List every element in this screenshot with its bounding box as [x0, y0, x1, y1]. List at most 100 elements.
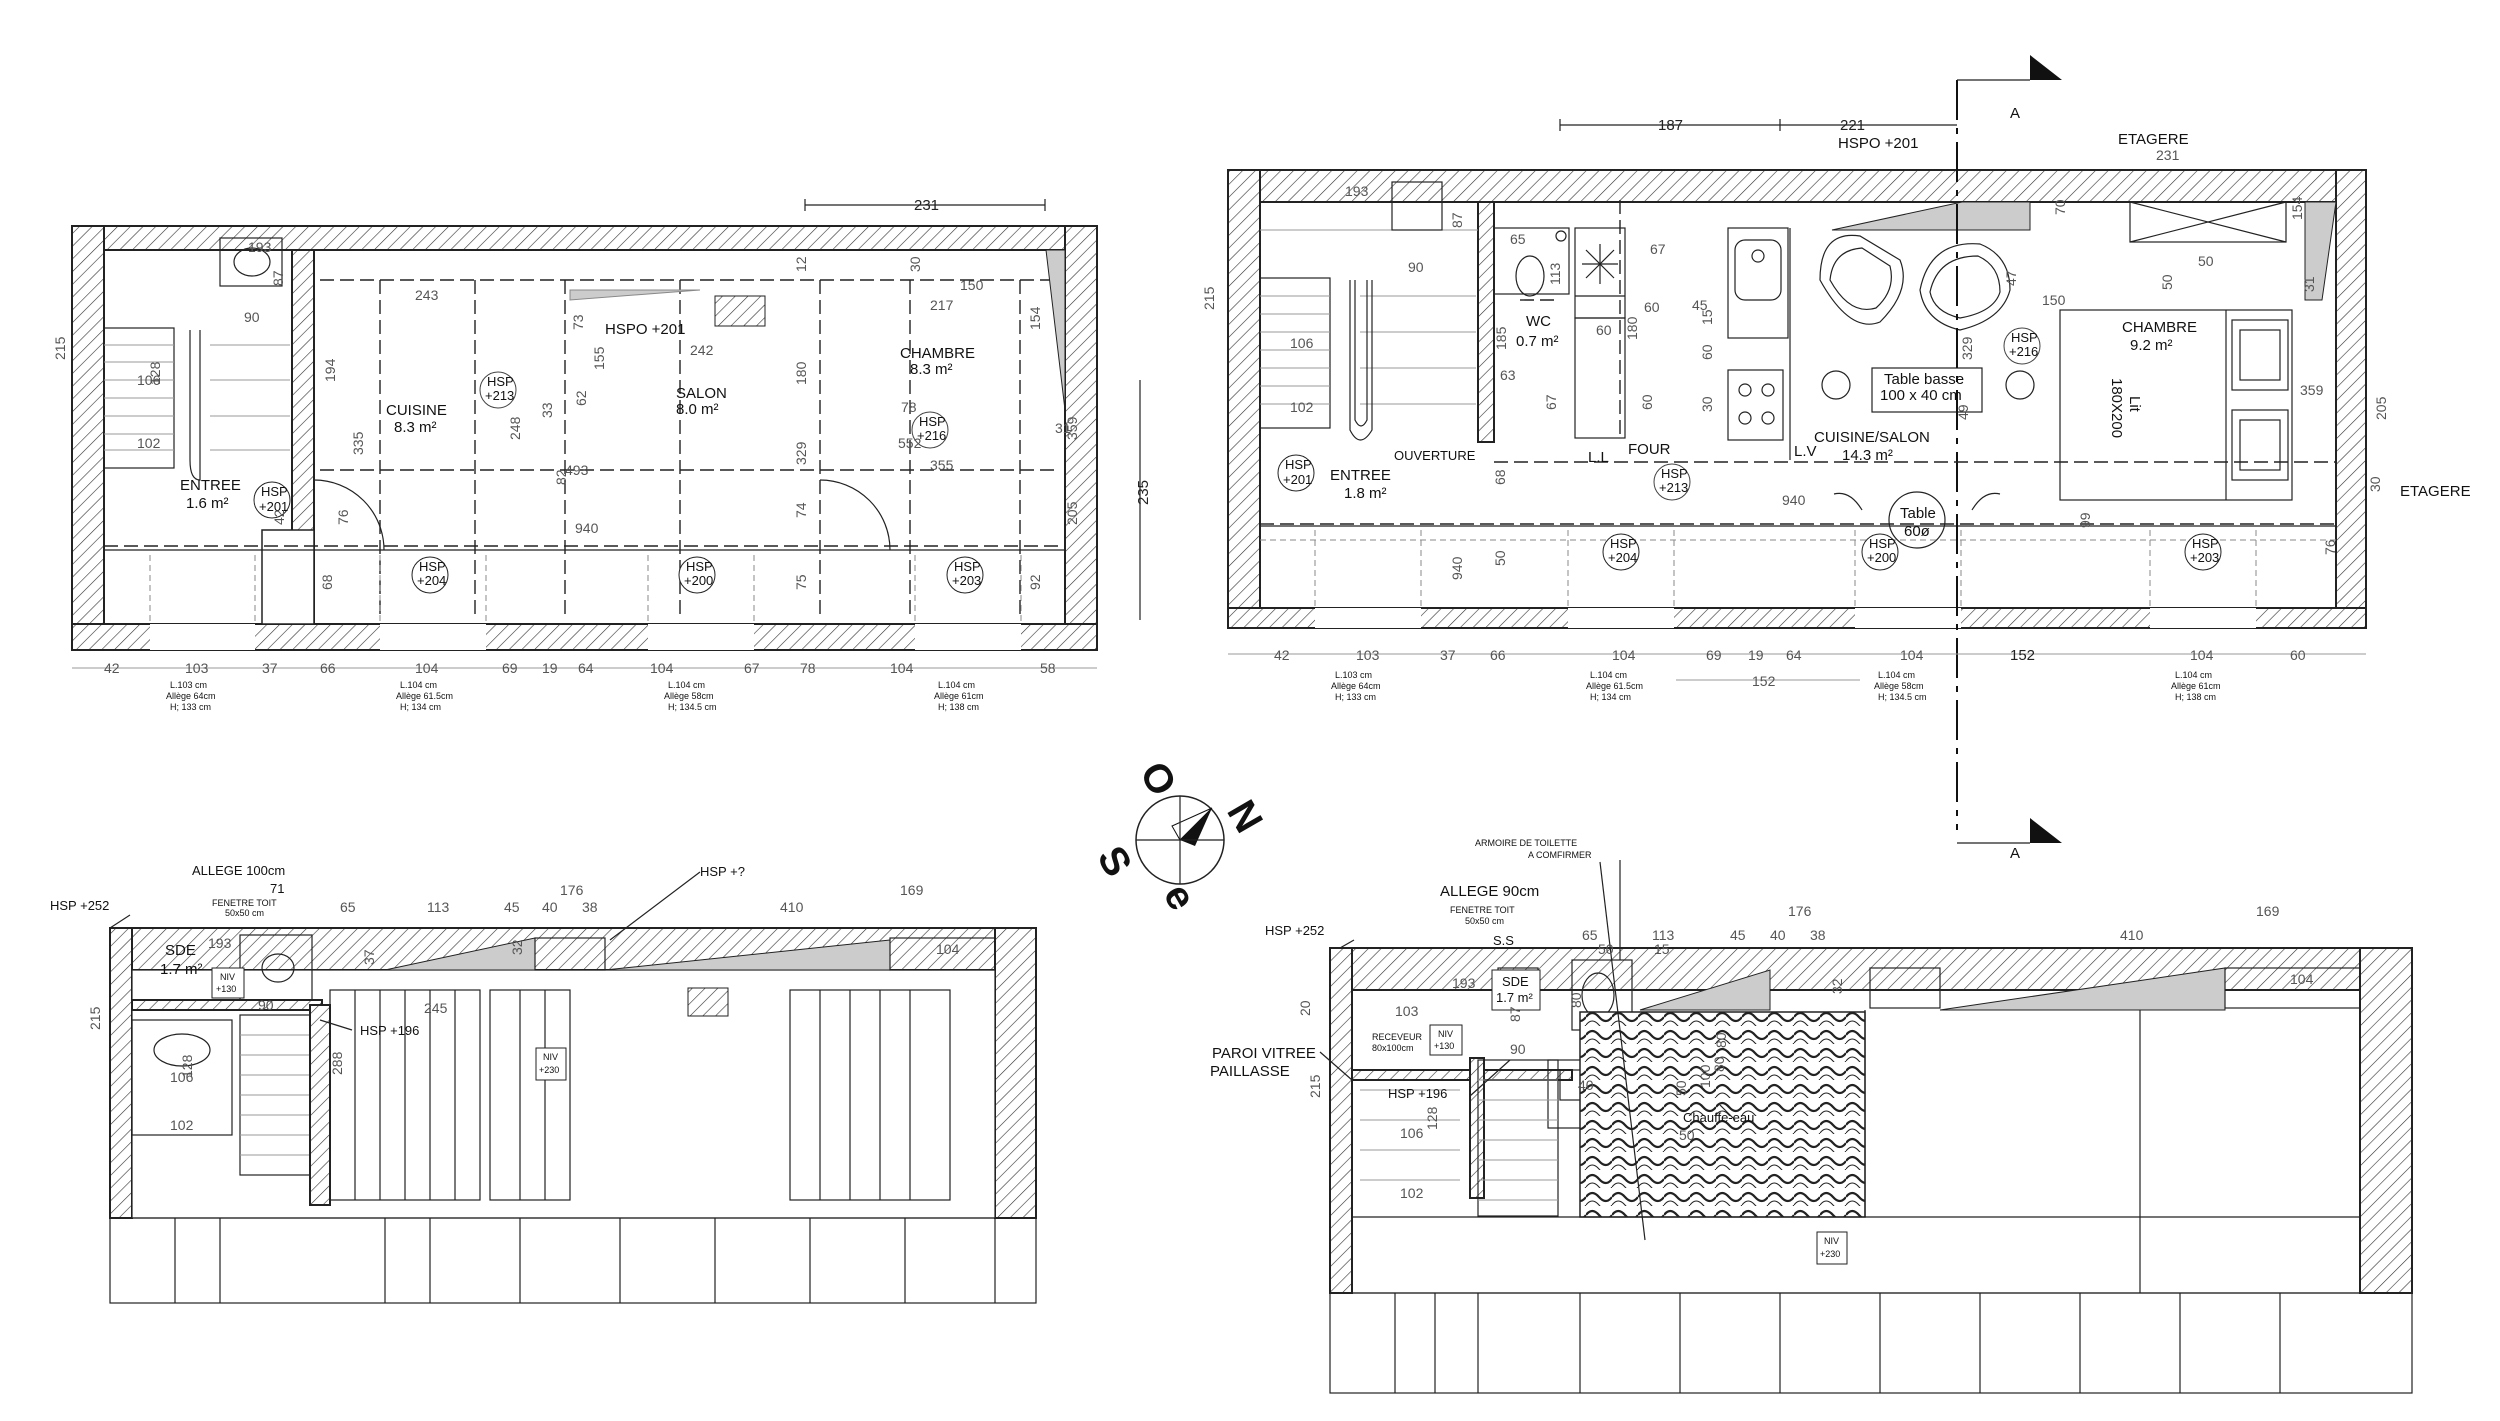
tr-inner-dim: 150: [2042, 292, 2066, 308]
tr-inner-dim: 180: [1624, 316, 1640, 340]
hsp-value: +213: [485, 388, 514, 403]
tl-inner-dim: 12: [793, 256, 809, 272]
bl-dim: 245: [424, 1000, 448, 1016]
tl-inner-dim: 155: [591, 346, 607, 370]
tl-window-allege: Allège 64cm: [166, 691, 216, 701]
bl-sde-area: 1.7 m²: [160, 961, 203, 978]
tr-bottom-dim: 64: [1786, 647, 1802, 663]
tr-bottom-dim: 104: [2190, 647, 2214, 663]
tl-bottom-dim: 67: [744, 660, 760, 676]
bl-dim: 288: [329, 1051, 345, 1075]
tl-hsp-w3: HSP +203: [946, 556, 984, 594]
br-dim: 113: [1652, 927, 1675, 943]
tl-window-length: L.104 cm: [668, 680, 705, 690]
br-chauffe-eau: Chauffe-eau: [1683, 1110, 1754, 1125]
tr-cuisine-salon-name: CUISINE/SALON: [1814, 429, 1930, 446]
tr-bottom-dim: 69: [1706, 647, 1722, 663]
tr-lv: L.V: [1794, 443, 1817, 460]
tr-inner-dim: 60: [1699, 344, 1715, 360]
br-sde-box: SDE 1.7 m²: [1491, 969, 1541, 1011]
br-dim: 176: [1788, 903, 1812, 919]
br-niv-230: NIV +230: [1816, 1231, 1848, 1265]
tr-ll: L.L: [1588, 449, 1609, 466]
hsp-label: HSP: [2192, 536, 2219, 551]
tl-bottom-dim: 104: [650, 660, 674, 676]
tl-inner-dim: 30: [907, 256, 923, 272]
tr-inner-dim: 50: [1492, 550, 1508, 566]
br-fenetre-dim: 50x50 cm: [1465, 916, 1504, 926]
tr-window-height: H; 133 cm: [1335, 692, 1376, 702]
hsp-value: +201: [1283, 472, 1312, 487]
br-dim: 106: [1400, 1125, 1424, 1141]
bl-fenetre: FENETRE TOIT: [212, 898, 277, 908]
tr-window-height: H; 134.5 cm: [1878, 692, 1927, 702]
tr-inner-dim: 30: [1699, 396, 1715, 412]
bl-dim: 410: [780, 899, 804, 915]
tl-hsp-w2: HSP +200: [678, 556, 716, 594]
tl-bottom-dim: 104: [890, 660, 914, 676]
tl-entree-name: ENTREE: [180, 477, 241, 494]
tl-inner-dims: 1938790106128102215243194335242493940359…: [52, 239, 1080, 590]
bl-dim: 215: [87, 1006, 103, 1030]
tl-window-height: H; 134.5 cm: [668, 702, 717, 712]
hsp-value: +203: [2190, 550, 2219, 565]
tr-entree-area: 1.8 m²: [1344, 485, 1387, 502]
tr-inner-dim: 50: [2198, 253, 2214, 269]
hsp-value: +200: [684, 573, 713, 588]
br-dim: 90: [1510, 1041, 1526, 1057]
compass-rose: N e S O: [1089, 755, 1271, 918]
tr-inner-dim: 76: [2322, 539, 2338, 555]
br-dim: 102: [1400, 1185, 1424, 1201]
tl-bottom-dim: 19: [542, 660, 558, 676]
bl-dim: 104: [936, 941, 960, 957]
bl-dim: 38: [582, 899, 598, 915]
bl-niv-230: NIV +230: [535, 1047, 567, 1081]
hsp-value: +201: [259, 499, 288, 514]
tr-table-basse: Table basse: [1884, 371, 1964, 388]
bl-dim: 169: [900, 882, 924, 898]
tl-window-length: L.103 cm: [170, 680, 207, 690]
tr-inner-dim: 15: [1699, 309, 1715, 325]
tr-bottom-dim: 66: [1490, 647, 1506, 663]
tr-inner-dim: 49: [1955, 404, 1971, 420]
br-dim: 38: [1810, 927, 1826, 943]
tr-cuisine-salon-area: 14.3 m²: [1842, 447, 1893, 464]
br-paillasse: PAILLASSE: [1210, 1063, 1290, 1080]
tr-inner-dim: 31: [2301, 276, 2317, 292]
tr-dim-152-lower: 152: [1752, 673, 1776, 689]
tl-inner-dim: 243: [415, 287, 439, 303]
br-receveur-dim: 80x100cm: [1372, 1043, 1414, 1053]
tl-inner-dim: 68: [319, 574, 335, 590]
br-paroi: PAROI VITREE: [1212, 1045, 1316, 1062]
tl-hspo: HSPO +201: [605, 321, 685, 338]
tl-inner-dim: 76: [335, 509, 351, 525]
tl-salon-area: 8.0 m²: [676, 401, 719, 418]
br-dim: 20: [1297, 1000, 1313, 1016]
tr-inner-dim: 215: [1201, 286, 1217, 310]
br-dim: 65: [1582, 927, 1598, 943]
tl-bottom-dim: 78: [800, 660, 816, 676]
bl-allege: ALLEGE 100cm: [192, 863, 285, 878]
tr-inner-dim: 68: [1492, 469, 1508, 485]
compass-s: S: [1089, 839, 1140, 884]
tl-inner-dim: 82: [553, 469, 569, 485]
tl-bottom-dim: 64: [578, 660, 594, 676]
tr-wc-name: WC: [1526, 313, 1551, 330]
br-dim: 45: [1730, 927, 1746, 943]
niv-label: NIV: [543, 1052, 558, 1062]
tl-inner-dim: 154: [1027, 306, 1043, 330]
hsp-label: HSP: [1285, 457, 1312, 472]
tl-hsp-chambre: HSP +216: [911, 411, 949, 449]
br-dim: 15: [1654, 941, 1670, 957]
niv-value: +230: [1820, 1249, 1840, 1259]
br-armoire: ARMOIRE DE TOILETTE: [1475, 838, 1577, 848]
tr-bottom-dim: 103: [1356, 647, 1380, 663]
tr-inner-dim: 45: [1692, 297, 1708, 313]
tl-inner-dim: 90: [244, 309, 260, 325]
bl-sde-name: SDE: [165, 942, 196, 959]
